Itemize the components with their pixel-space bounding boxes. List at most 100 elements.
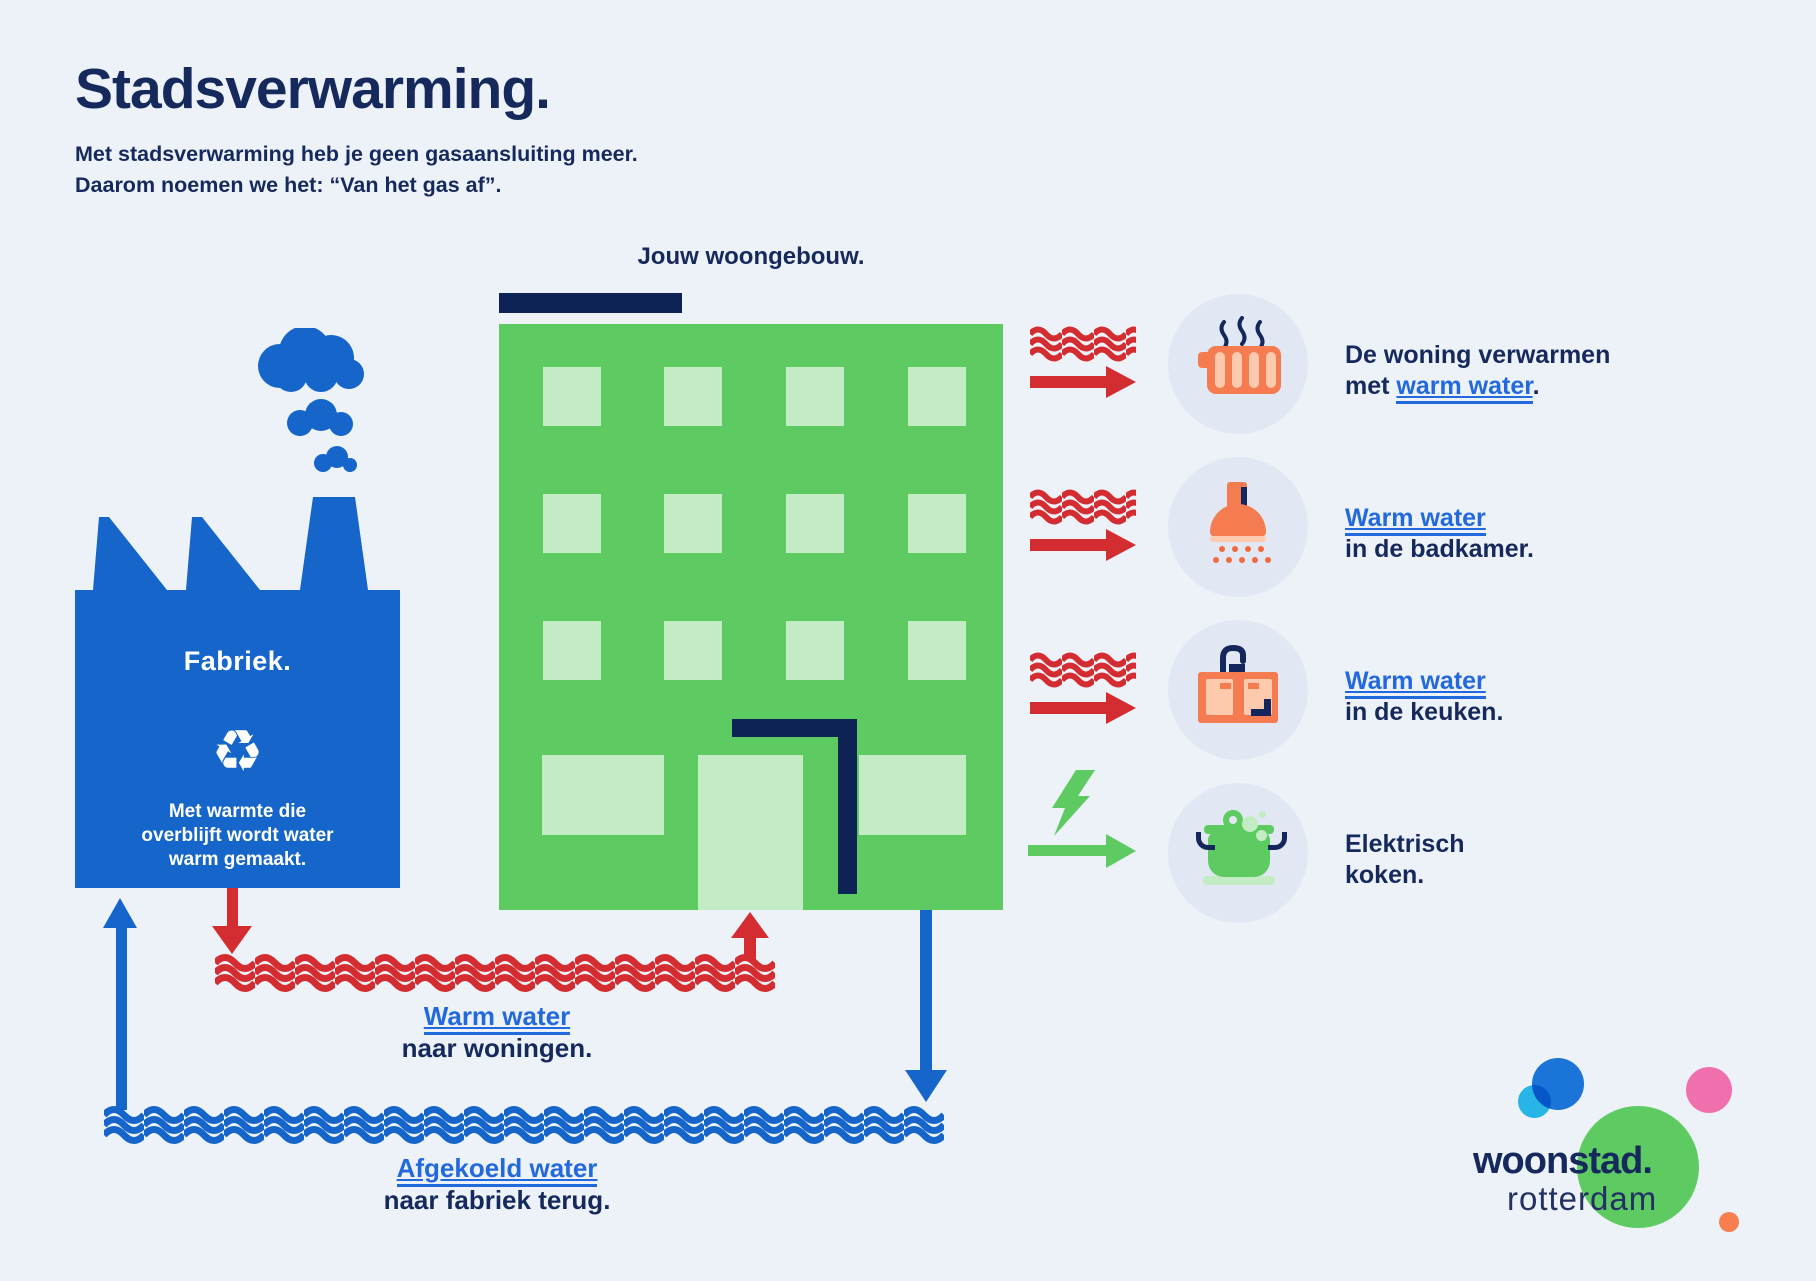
apartment-building — [499, 324, 1003, 910]
faucet-base — [1229, 664, 1245, 674]
blue-up-arrow-icon — [103, 898, 137, 928]
logo-orange-circle — [1719, 1212, 1739, 1232]
water-drop — [1239, 557, 1245, 563]
shower-pipe-mark — [1241, 487, 1247, 513]
water-drop — [1213, 557, 1219, 563]
logo-wordmark: woonstad. — [1473, 1140, 1653, 1182]
red-right-arrow-icon — [1106, 366, 1136, 398]
window — [908, 494, 966, 553]
window — [786, 621, 844, 680]
warm-water-link[interactable]: warm water — [1396, 372, 1533, 404]
sink-corner-mark — [1264, 699, 1271, 716]
warm-water-link[interactable]: Warm water — [423, 1001, 571, 1035]
window — [543, 621, 601, 680]
radiator-fin — [1249, 352, 1259, 388]
faucet-icon — [1220, 644, 1246, 674]
building-roof-bar — [499, 293, 682, 313]
steam-bubble — [1259, 811, 1266, 818]
warm-water-link[interactable]: Warm water — [1345, 667, 1486, 699]
entrance-door — [698, 755, 803, 910]
red-right-arrow-icon — [1106, 692, 1136, 724]
recycle-icon: ♻ — [211, 719, 264, 784]
blue-down-arrow-icon — [905, 1070, 947, 1102]
warm-water-link[interactable]: Warm water — [1345, 504, 1486, 536]
heat-wave-icon — [1030, 489, 1136, 525]
factory-caption-line: warm gemaakt. — [168, 849, 307, 870]
window — [664, 367, 722, 426]
window — [664, 494, 722, 553]
heat-wave-icon — [1030, 326, 1136, 362]
factory-icon — [75, 328, 400, 888]
page-subtitle: Met stadsverwarming heb je geen gasaansl… — [75, 139, 638, 201]
red-down-arrow-shaft — [227, 888, 238, 930]
window — [543, 367, 601, 426]
radiator-fin — [1215, 352, 1225, 388]
row-text-line2: met — [1345, 372, 1397, 400]
factory-caption-line: Met warmte die — [168, 801, 307, 822]
ground-floor-window — [542, 755, 664, 835]
red-right-arrow-icon — [1106, 529, 1136, 561]
warm-flow-rest: naar woningen. — [401, 1033, 593, 1063]
window — [786, 367, 844, 426]
water-drop — [1245, 546, 1251, 552]
subtitle-line-1: Met stadsverwarming heb je geen gasaansl… — [75, 142, 638, 166]
water-drop — [1265, 557, 1271, 563]
window — [908, 621, 966, 680]
red-up-arrow-icon — [731, 912, 769, 938]
logo-green-circle — [1577, 1106, 1699, 1228]
cooled-water-link[interactable]: Afgekoeld water — [396, 1153, 598, 1187]
green-right-arrow-icon — [1106, 834, 1136, 868]
building-label: Jouw woongebouw. — [637, 243, 865, 270]
steam-bubble — [1256, 830, 1267, 841]
pot-lid-handle — [1223, 810, 1243, 830]
window — [786, 494, 844, 553]
sink-detail — [1248, 683, 1259, 689]
row-bathroom-text: Warm water in de badkamer. — [1345, 504, 1534, 563]
factory-caption-line: overblijft wordt water — [141, 825, 334, 846]
cold-flow-label: Afgekoeld water naar fabriek terug. — [297, 1152, 697, 1216]
window — [664, 621, 722, 680]
page-title: Stadsverwarming. — [75, 57, 551, 121]
pot-lid — [1204, 825, 1274, 834]
ground-floor-window — [859, 755, 966, 835]
red-right-arrow-shaft — [1030, 539, 1110, 551]
logo-cyan-circle — [1518, 1085, 1551, 1118]
window — [908, 367, 966, 426]
warm-water-wave — [215, 954, 775, 994]
row-heating-text: De woning verwarmen met warm water. — [1345, 340, 1611, 404]
warm-flow-label: Warm water naar woningen. — [297, 1000, 697, 1064]
factory-label: Fabriek. — [183, 646, 292, 676]
heat-wave-icon — [1030, 652, 1136, 688]
radiator-fin — [1232, 352, 1242, 388]
cold-water-wave — [104, 1106, 944, 1146]
pot-handle — [1268, 832, 1287, 850]
water-drop — [1226, 557, 1232, 563]
pot-base — [1203, 876, 1275, 885]
radiator-fin — [1266, 352, 1276, 388]
window — [543, 494, 601, 553]
water-drop — [1219, 546, 1225, 552]
entrance-canopy-bar — [732, 719, 857, 737]
water-drop — [1258, 546, 1264, 552]
factory-caption: Met warmte die overblijft wordt water wa… — [90, 800, 385, 872]
entrance-canopy-post — [838, 719, 857, 894]
green-right-arrow-shaft — [1028, 845, 1110, 856]
pot-handle — [1196, 832, 1215, 850]
row-text-line1: De woning verwarmen — [1345, 341, 1611, 369]
lightning-icon — [1052, 770, 1095, 836]
red-down-arrow-icon — [212, 926, 252, 954]
blue-down-arrow-shaft — [920, 910, 932, 1074]
row-kitchen-text: Warm water in de keuken. — [1345, 667, 1504, 726]
logo-pink-circle — [1686, 1067, 1732, 1113]
red-right-arrow-shaft — [1030, 376, 1110, 388]
steam-bubble — [1242, 816, 1258, 832]
subtitle-line-2: Daarom noemen we het: “Van het gas af”. — [75, 173, 502, 197]
row-cooking-text: Elektrisch koken. — [1345, 830, 1465, 889]
water-drop — [1232, 546, 1238, 552]
logo-city: rotterdam — [1507, 1180, 1658, 1217]
cold-flow-rest: naar fabriek terug. — [383, 1185, 611, 1215]
shower-head-rim — [1210, 536, 1266, 542]
blue-up-arrow-shaft — [116, 924, 127, 1110]
red-up-arrow-shaft — [744, 936, 756, 960]
